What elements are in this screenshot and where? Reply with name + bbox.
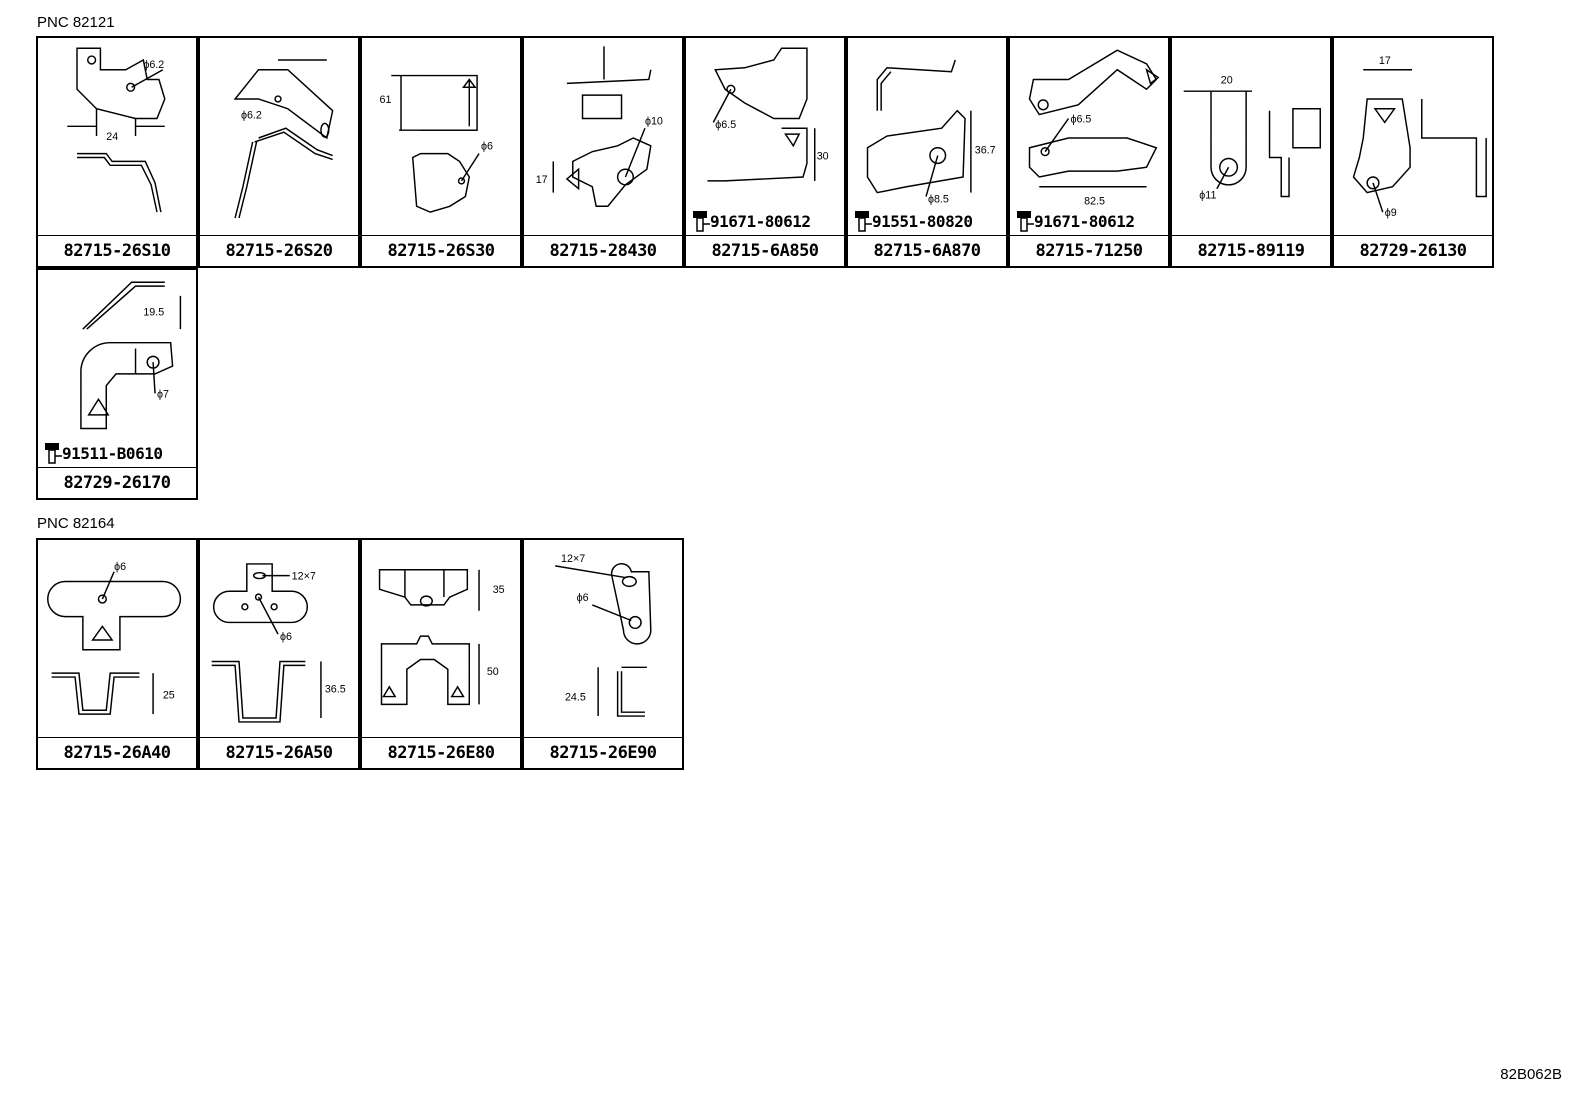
dim-label: 61 xyxy=(380,94,392,106)
dim-label: 36.5 xyxy=(325,684,346,696)
part-number: 82715-28430 xyxy=(524,235,682,266)
dim-label: 12×7 xyxy=(561,553,585,565)
bracket-drawing: ϕ6.5 82.5 xyxy=(1028,49,1160,207)
part-number: 82715-26E90 xyxy=(524,737,682,768)
bolt-icon xyxy=(855,211,872,232)
bracket-drawing: 35 50 xyxy=(378,569,505,706)
part-number: 82715-89119 xyxy=(1172,235,1330,266)
dim-label: ϕ6.5 xyxy=(1070,113,1091,125)
dim-label: ϕ6.2 xyxy=(241,109,262,121)
dim-label: ϕ6 xyxy=(481,141,493,153)
bracket-drawing: 12×7 ϕ6 36.5 xyxy=(211,563,346,723)
part-cell-82715-26s20[interactable]: ϕ6.2 82715-26S20 xyxy=(198,36,360,268)
section-title-pnc-82164: PNC 82164 xyxy=(37,515,115,532)
part-number: 82729-26130 xyxy=(1334,235,1492,266)
bolt-part-number: 91511-B0610 xyxy=(62,443,163,463)
bolt-icon xyxy=(693,211,710,232)
part-number: 82715-26S20 xyxy=(200,235,358,266)
part-cell-82715-26e80[interactable]: 35 50 82715-26E80 xyxy=(360,538,522,770)
part-cell-82715-26a50[interactable]: 12×7 ϕ6 36.5 82715-26A50 xyxy=(198,538,360,770)
dim-label: ϕ9 xyxy=(1385,207,1397,219)
bolt-callout: 91511-B0610 xyxy=(42,442,163,464)
dim-label: ϕ8.5 xyxy=(928,193,949,205)
part-cell-82715-6a850[interactable]: ϕ6.5 30 91671-80612 82715-6A850 xyxy=(684,36,846,268)
bolt-callout: 91671-80612 xyxy=(1014,210,1135,232)
bolt-icon xyxy=(1017,211,1034,232)
bracket-drawing: 36.7 ϕ8.5 xyxy=(866,59,996,205)
diagram-code: 82B062B xyxy=(1500,1066,1562,1083)
dim-label: ϕ11 xyxy=(1199,189,1216,201)
part-cell-82715-6a870[interactable]: 36.7 ϕ8.5 91551-80820 82715-6A870 xyxy=(846,36,1008,268)
part-number: 82715-71250 xyxy=(1010,235,1168,266)
dim-label: 17 xyxy=(1379,55,1391,67)
part-number: 82715-26S30 xyxy=(362,235,520,266)
bracket-drawing: ϕ6 25 xyxy=(47,561,182,715)
bolt-part-number: 91551-80820 xyxy=(872,211,973,231)
bolt-callout: 91671-80612 xyxy=(690,210,811,232)
part-number: 82715-6A850 xyxy=(686,235,844,266)
bracket-drawing: 19.5 ϕ7 xyxy=(80,281,182,430)
part-cell-82715-28430[interactable]: ϕ10 17 82715-28430 xyxy=(522,36,684,268)
part-number: 82729-26170 xyxy=(38,467,196,498)
part-cell-82715-26a40[interactable]: ϕ6 25 82715-26A40 xyxy=(36,538,198,770)
section-title-pnc-82121: PNC 82121 xyxy=(37,14,115,31)
bracket-drawing: 20 ϕ11 xyxy=(1183,74,1321,201)
bracket-drawing: ϕ6.2 xyxy=(233,59,334,219)
dim-label: 30 xyxy=(817,150,829,162)
part-cell-82715-26e90[interactable]: 12×7 ϕ6 24.5 82715-26E90 xyxy=(522,538,684,770)
dim-label: ϕ6.2 xyxy=(143,59,164,71)
dim-label: 12×7 xyxy=(292,571,316,583)
bolt-part-number: 91671-80612 xyxy=(710,211,811,231)
part-cell-82715-26s10[interactable]: ϕ6.2 24 82715-26S10 xyxy=(36,36,198,268)
dim-label: ϕ6 xyxy=(114,561,126,573)
part-number: 82715-26A40 xyxy=(38,737,196,768)
bracket-drawing: 17 ϕ9 xyxy=(1352,55,1487,219)
dim-label: 20 xyxy=(1221,74,1233,86)
part-cell-82715-26s30[interactable]: 61 ϕ6 82715-26S30 xyxy=(360,36,522,268)
dim-label: 19.5 xyxy=(143,306,164,318)
dim-label: ϕ6 xyxy=(577,592,589,604)
dim-label: 24 xyxy=(106,131,118,143)
bolt-callout: 91551-80820 xyxy=(852,210,973,232)
part-number: 82715-26A50 xyxy=(200,737,358,768)
bracket-drawing: 12×7 ϕ6 24.5 xyxy=(555,553,652,717)
bracket-drawing: ϕ6.2 24 xyxy=(67,47,166,213)
dim-label: ϕ10 xyxy=(645,115,663,127)
dim-label: 35 xyxy=(493,584,505,596)
dim-label: ϕ6 xyxy=(280,631,292,643)
dim-label: 17 xyxy=(536,174,548,186)
part-cell-82729-26130[interactable]: 17 ϕ9 82729-26130 xyxy=(1332,36,1494,268)
part-number: 82715-6A870 xyxy=(848,235,1006,266)
bracket-drawing: ϕ10 17 xyxy=(536,46,663,208)
dim-label: 25 xyxy=(163,690,175,702)
dim-label: 82.5 xyxy=(1084,195,1105,207)
part-cell-82715-71250[interactable]: ϕ6.5 82.5 91671-80612 82715-71250 xyxy=(1008,36,1170,268)
dim-label: ϕ7 xyxy=(157,388,169,400)
part-cell-82729-26170[interactable]: 19.5 ϕ7 91511-B0610 82729-26170 xyxy=(36,268,198,500)
bolt-part-number: 91671-80612 xyxy=(1034,211,1135,231)
bracket-drawing: 61 ϕ6 xyxy=(380,74,493,213)
dim-label: 50 xyxy=(487,666,499,678)
part-cell-82715-89119[interactable]: 20 ϕ11 82715-89119 xyxy=(1170,36,1332,268)
part-number: 82715-26E80 xyxy=(362,737,520,768)
dim-label: 24.5 xyxy=(565,691,586,703)
bracket-drawing: ϕ6.5 30 xyxy=(707,47,829,182)
dim-label: ϕ6.5 xyxy=(715,119,736,131)
dim-label: 36.7 xyxy=(975,145,996,157)
part-number: 82715-26S10 xyxy=(38,235,196,266)
bolt-icon xyxy=(45,443,62,464)
